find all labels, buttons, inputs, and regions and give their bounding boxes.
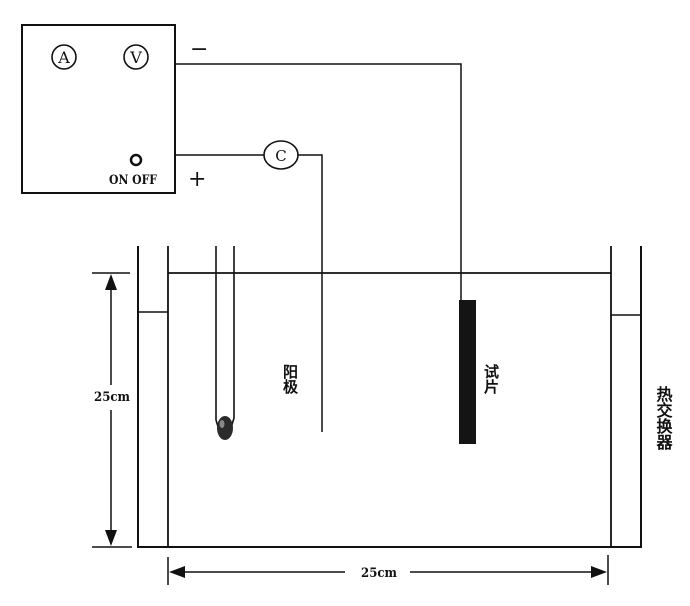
power-supply: A V ON OFF − + — [21, 24, 208, 194]
width-arrow-right-icon — [591, 566, 607, 578]
ammeter-icon — [51, 44, 77, 70]
width-dimension — [167, 555, 609, 585]
resistor: C — [263, 140, 299, 170]
power-switch-label: ON OFF — [109, 173, 158, 188]
power-switch-icon[interactable] — [129, 153, 143, 167]
resistor-label: C — [275, 147, 286, 165]
resistor-icon — [263, 140, 299, 170]
height-dimension — [92, 272, 132, 548]
tank-outline — [137, 246, 642, 548]
positive-wire-b — [298, 154, 323, 432]
circuit-wires — [175, 63, 462, 432]
height-arrow-up-icon — [105, 274, 117, 290]
power-supply-box — [21, 24, 176, 194]
thermometer-bulb-icon — [217, 416, 233, 440]
voltmeter-label: V — [129, 48, 142, 67]
negative-terminal-label: − — [190, 37, 208, 62]
bulb-highlight — [219, 420, 225, 428]
thermometer — [215, 246, 235, 440]
specimen-label: 试片 — [482, 363, 500, 395]
heat-exchanger-label: 热交换器 — [654, 385, 674, 451]
width-arrow-left-icon — [169, 566, 185, 578]
anode-label: 阳极 — [281, 364, 299, 395]
height-arrow-down-icon — [105, 530, 117, 546]
ammeter-label: A — [57, 48, 70, 67]
electrolytic-tank — [137, 246, 642, 548]
specimen-plate — [459, 300, 476, 444]
voltmeter-icon — [123, 44, 149, 70]
positive-terminal-label: + — [188, 167, 206, 192]
width-dimension-label: 25cm — [361, 566, 397, 581]
negative-wire — [175, 63, 462, 300]
height-dimension-label: 25cm — [94, 390, 130, 405]
